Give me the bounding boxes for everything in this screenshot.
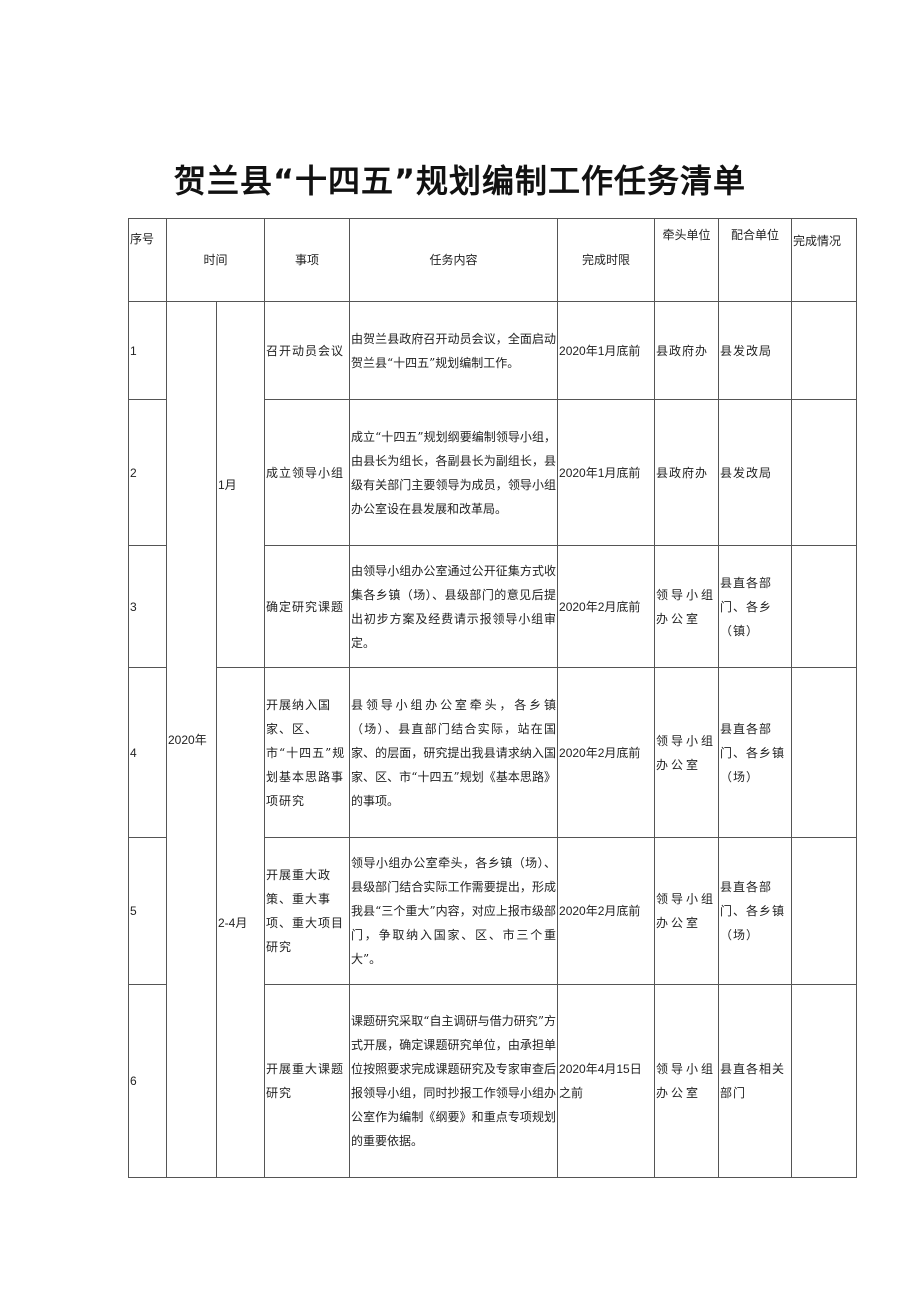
header-index: 序号 — [128, 218, 167, 302]
month-group-cell: 2-4月 — [215, 667, 266, 1178]
row-deadline: 2020年2月底前 — [557, 545, 656, 668]
header-item: 事项 — [264, 218, 351, 302]
row-lead-unit: 领导小组办公室 — [654, 545, 720, 668]
row-content: 成立“十四五”规划纲要编制领导小组，由县长为组长，各副县长为副组长，县级有关部门… — [349, 399, 559, 546]
row-content: 由贺兰县政府召开动员会议，全面启动贺兰县“十四五”规划编制工作。 — [349, 301, 559, 400]
row-item: 成立领导小组 — [264, 399, 351, 546]
row-lead-unit: 领导小组办公室 — [654, 667, 720, 838]
row-coop-unit: 县直各相关部门 — [718, 984, 793, 1178]
row-index: 2 — [128, 399, 167, 546]
header-coop-unit: 配合单位 — [718, 218, 793, 302]
header-deadline: 完成时限 — [557, 218, 656, 302]
row-lead-unit: 领导小组办公室 — [654, 984, 720, 1178]
row-coop-unit: 县直各部门、各乡镇（场） — [718, 837, 793, 985]
row-item: 开展纳入国家、区、市“十四五”规划基本思路事项研究 — [264, 667, 351, 838]
row-coop-unit: 县直各部门、各乡（镇） — [718, 545, 793, 668]
row-coop-unit: 县直各部门、各乡镇（场） — [718, 667, 793, 838]
year-group-cell: 2020年 — [166, 301, 217, 1178]
row-deadline: 2020年4月15日之前 — [557, 984, 656, 1178]
row-status — [791, 837, 858, 985]
row-deadline: 2020年1月底前 — [557, 301, 656, 400]
row-status — [791, 301, 858, 400]
row-content: 县领导小组办公室牵头，各乡镇（场）、县直部门结合实际，站在国家、的层面，研究提出… — [349, 667, 559, 838]
table-row: 4 2-4月 开展纳入国家、区、市“十四五”规划基本思路事项研究 县领导小组办公… — [128, 667, 858, 1178]
row-lead-unit: 县政府办 — [654, 399, 720, 546]
row-index: 5 — [128, 837, 167, 985]
table-row: 3 确定研究课题 由领导小组办公室通过公开征集方式收集各乡镇（场）、县级部门的意… — [128, 545, 858, 668]
document-title: 贺兰县“十四五”规划编制工作任务清单 — [173, 162, 747, 200]
table-row: 1 2020年 1月 召开动员会议 由贺兰县政府召开动员会议，全面启动贺兰县“十… — [128, 301, 858, 1178]
header-status: 完成情况 — [791, 218, 858, 302]
row-deadline: 2020年2月底前 — [557, 667, 656, 838]
row-item: 开展重大课题研究 — [264, 984, 351, 1178]
row-status — [791, 399, 858, 546]
header-content: 任务内容 — [349, 218, 559, 302]
row-content: 领导小组办公室牵头，各乡镇（场）、县级部门结合实际工作需要提出，形成我县“三个重… — [349, 837, 559, 985]
row-status — [791, 984, 858, 1178]
row-lead-unit: 领导小组办公室 — [654, 837, 720, 985]
row-item: 确定研究课题 — [264, 545, 351, 668]
header-time: 时间 — [165, 218, 266, 302]
month-group-cell: 1月 — [215, 301, 266, 668]
row-status — [791, 667, 858, 838]
row-index: 3 — [128, 545, 167, 668]
row-deadline: 2020年1月底前 — [557, 399, 656, 546]
row-content: 由领导小组办公室通过公开征集方式收集各乡镇（场）、县级部门的意见后提出初步方案及… — [349, 545, 559, 668]
row-index: 4 — [128, 667, 167, 838]
row-index: 6 — [128, 984, 167, 1178]
row-status — [791, 545, 858, 668]
table-row: 6 开展重大课题研究 课题研究采取“自主调研与借力研究”方式开展，确定课题研究单… — [128, 984, 858, 1178]
header-lead-unit: 牵头单位 — [654, 218, 720, 302]
table-row: 5 开展重大政策、重大事项、重大项目研究 领导小组办公室牵头，各乡镇（场）、县级… — [128, 837, 858, 985]
row-content: 课题研究采取“自主调研与借力研究”方式开展，确定课题研究单位，由承担单位按照要求… — [349, 984, 559, 1178]
table-row: 2 成立领导小组 成立“十四五”规划纲要编制领导小组，由县长为组长，各副县长为副… — [128, 399, 858, 546]
row-index: 1 — [128, 301, 167, 400]
row-lead-unit: 县政府办 — [654, 301, 720, 400]
row-coop-unit: 县发改局 — [718, 399, 793, 546]
row-coop-unit: 县发改局 — [718, 301, 793, 400]
row-item: 召开动员会议 — [264, 301, 351, 400]
task-list-table: 序号 时间 事项 任务内容 完成时限 牵头单位 配合单位 完成情况 1 2020… — [128, 218, 858, 1178]
row-item: 开展重大政策、重大事项、重大项目研究 — [264, 837, 351, 985]
table-header-row: 序号 时间 事项 任务内容 完成时限 牵头单位 配合单位 完成情况 — [128, 218, 858, 302]
row-deadline: 2020年2月底前 — [557, 837, 656, 985]
